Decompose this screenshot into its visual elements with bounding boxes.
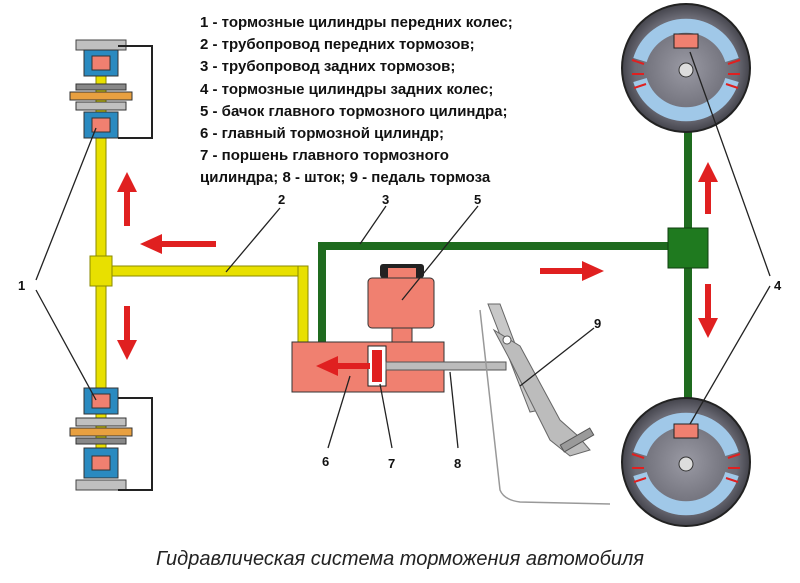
legend-item: 7 - поршень главного тормозного [200,147,449,165]
callout-9: 9 [594,316,601,331]
callout-4: 4 [774,278,782,293]
legend-item: 2 - трубопровод передних тормозов; [200,36,475,54]
callout-7: 7 [388,456,395,471]
brake-fluid-reservoir [367,264,435,345]
callout-6: 6 [322,454,329,469]
pushrod [385,361,507,371]
brake-pedal [479,303,611,505]
legend-item: 4 - тормозные цилиндры задних колес; [200,80,494,98]
rear-drum-bottom [621,397,751,527]
front-wheel-top [69,39,153,139]
callout-lines-lower [327,327,595,449]
rear-brake-pipe [318,130,709,440]
callout-3: 3 [382,192,389,207]
flow-arrows-front [117,172,216,360]
callout-4-lines [689,51,771,425]
callout-8: 8 [454,456,461,471]
callout-5: 5 [474,192,481,207]
callout-2-line [225,207,281,273]
callout-1-lines [35,127,97,401]
legend-item: цилиндра; 8 - шток; 9 - педаль тормоза [200,169,491,187]
front-wheel-bottom [69,387,153,491]
flow-arrows-rear [540,162,718,338]
callout-1: 1 [18,278,25,293]
flow-arrow-cylinder [316,356,370,376]
legend-item: 5 - бачок главного тормозного цилиндра; [200,102,508,120]
legend-item: 6 - главный тормозной цилиндр; [200,125,445,143]
legend-item: 3 - трубопровод задних тормозов; [200,58,456,76]
callout-3-line [359,205,387,245]
legend: 1 - тормозные цилиндры передних колес; 2… [200,12,620,190]
callout-2: 2 [278,192,285,207]
diagram-caption: Гидравлическая система торможения автомо… [156,548,644,570]
rear-drum-top [621,3,751,133]
legend-item: 1 - тормозные цилиндры передних колес; [200,14,513,31]
callout-5-line [401,205,479,301]
